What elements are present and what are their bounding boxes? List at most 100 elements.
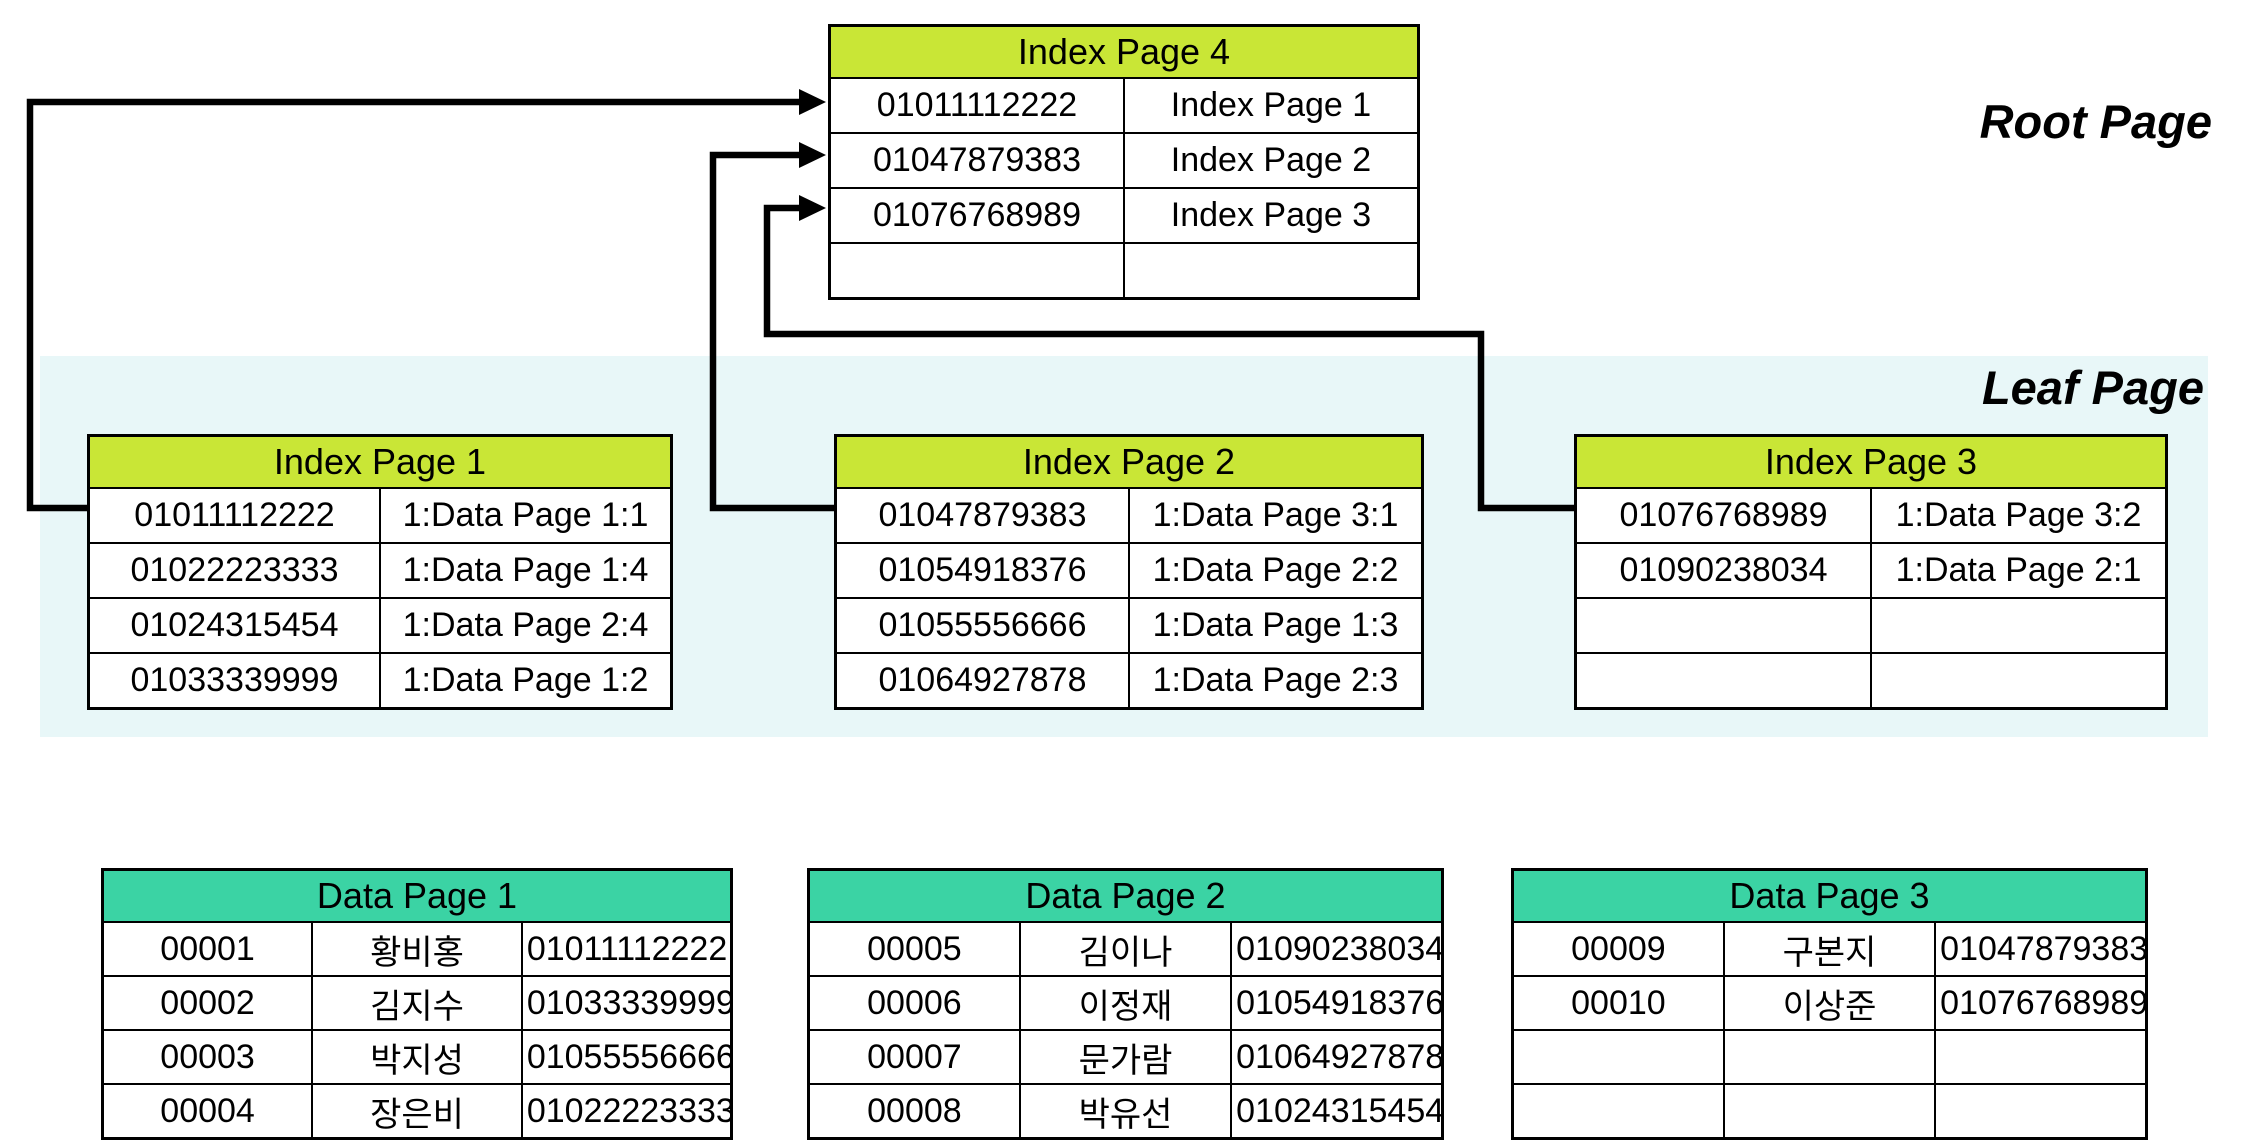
root-page-label: Root Page — [1979, 95, 2212, 148]
phone-cell: 01076768989 — [1934, 975, 2148, 1031]
name-cell: 박지성 — [311, 1029, 523, 1085]
id-cell: 00004 — [101, 1083, 314, 1140]
ref-cell: 1:Data Page 1:2 — [379, 652, 673, 710]
phone-cell: 01055556666 — [520, 1029, 733, 1085]
data-page-3-title: Data Page 3 — [1511, 868, 2148, 923]
ref-cell: Index Page 3 — [1123, 187, 1420, 244]
id-cell: 00005 — [807, 921, 1021, 977]
name-cell: 박유선 — [1018, 1083, 1233, 1140]
key-cell: 01033339999 — [87, 652, 381, 710]
table-row — [1511, 1083, 2148, 1140]
name-cell: 문가람 — [1018, 1029, 1233, 1085]
name-cell — [1722, 1029, 1937, 1085]
ref-cell: 1:Data Page 3:1 — [1128, 487, 1424, 544]
ref-cell: 1:Data Page 2:3 — [1128, 652, 1424, 710]
index-page-3-title: Index Page 3 — [1574, 434, 2168, 489]
ref-cell — [1870, 652, 2168, 710]
phone-cell: 01024315454 — [1230, 1083, 1444, 1140]
table-row — [1511, 1029, 2148, 1085]
ref-cell: 1:Data Page 2:1 — [1870, 542, 2168, 599]
id-cell: 00003 — [101, 1029, 314, 1085]
phone-cell: 01054918376 — [1230, 975, 1444, 1031]
key-cell: 01047879383 — [828, 132, 1125, 189]
ref-cell: 1:Data Page 1:1 — [379, 487, 673, 544]
data-page-1-title: Data Page 1 — [101, 868, 733, 923]
phone-cell: 01090238034 — [1230, 921, 1444, 977]
id-cell: 00006 — [807, 975, 1021, 1031]
key-cell: 01024315454 — [87, 597, 381, 654]
ref-cell — [1123, 242, 1420, 300]
id-cell: 00001 — [101, 921, 314, 977]
name-cell — [1722, 1083, 1937, 1140]
ref-cell — [1870, 597, 2168, 654]
key-cell — [828, 242, 1125, 300]
leaf-page-label: Leaf Page — [1981, 361, 2204, 414]
phone-cell: 01011112222 — [520, 921, 733, 977]
name-cell: 장은비 — [311, 1083, 523, 1140]
key-cell — [1574, 652, 1872, 710]
phone-cell: 01047879383 — [1934, 921, 2148, 977]
name-cell: 이정재 — [1018, 975, 1233, 1031]
ref-cell: 1:Data Page 3:2 — [1870, 487, 2168, 544]
id-cell: 00009 — [1511, 921, 1725, 977]
ref-cell: Index Page 1 — [1123, 77, 1420, 134]
phone-cell — [1934, 1083, 2148, 1140]
ref-cell: 1:Data Page 2:2 — [1128, 542, 1424, 599]
phone-cell: 01033339999 — [520, 975, 733, 1031]
index-page-4-title: Index Page 4 — [828, 24, 1420, 79]
phone-cell — [1934, 1029, 2148, 1085]
name-cell: 구본지 — [1722, 921, 1937, 977]
key-cell: 01055556666 — [834, 597, 1130, 654]
ref-cell: 1:Data Page 1:4 — [379, 542, 673, 599]
name-cell: 김지수 — [311, 975, 523, 1031]
name-cell: 김이나 — [1018, 921, 1233, 977]
id-cell: 00002 — [101, 975, 314, 1031]
name-cell: 이상준 — [1722, 975, 1937, 1031]
table-row — [1574, 597, 2168, 654]
key-cell: 01054918376 — [834, 542, 1130, 599]
ref-cell: 1:Data Page 1:3 — [1128, 597, 1424, 654]
table-row — [828, 242, 1420, 300]
index-page-1-title: Index Page 1 — [87, 434, 673, 489]
key-cell: 01047879383 — [834, 487, 1130, 544]
key-cell: 01022223333 — [87, 542, 381, 599]
id-cell: 00007 — [807, 1029, 1021, 1085]
table-row — [1574, 652, 2168, 710]
data-page-2-title: Data Page 2 — [807, 868, 1444, 923]
